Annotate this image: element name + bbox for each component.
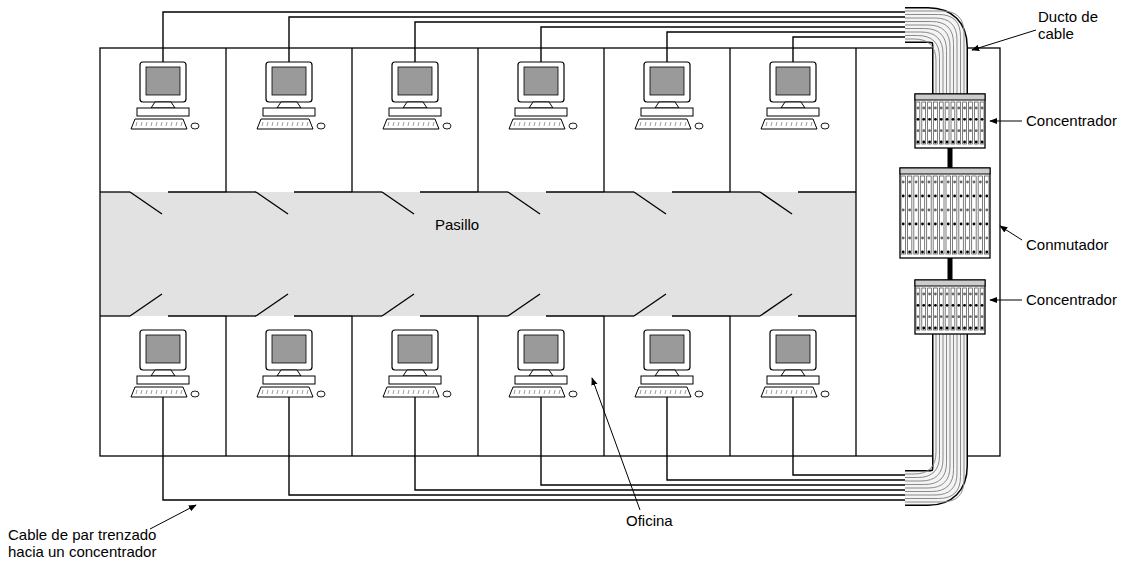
computer: [383, 330, 451, 397]
callout-label: Concentrador: [1026, 291, 1130, 308]
computer: [131, 62, 199, 129]
computer: [131, 330, 199, 397]
leader-line: [990, 300, 1022, 301]
callout-label: Oficina: [626, 512, 706, 529]
computer: [509, 62, 577, 129]
computer: [635, 62, 703, 129]
callout-label: Cable de par trenzado hacia un concentra…: [8, 526, 180, 561]
computer: [761, 62, 829, 129]
building-walls: [100, 48, 1000, 456]
switch: [900, 168, 990, 258]
leader-line: [592, 378, 640, 510]
computer: [635, 330, 703, 397]
leader-line: [972, 30, 1036, 50]
computer: [761, 330, 829, 397]
computer: [509, 330, 577, 397]
computer: [257, 330, 325, 397]
hub-bottom: [915, 280, 985, 334]
leader-line: [990, 121, 1022, 122]
computer: [257, 62, 325, 129]
corridor-band: Pasillo: [100, 192, 856, 316]
leader-line: [150, 505, 196, 529]
computer: [383, 62, 451, 129]
callout-label: Concentrador: [1026, 112, 1130, 129]
callout-label: Conmutador: [1026, 236, 1130, 253]
computer-icons: [131, 62, 829, 397]
leader-line: [1000, 226, 1022, 240]
hub-top: [915, 94, 985, 148]
corridor-label: Pasillo: [435, 216, 479, 233]
callout-label: Ducto de cable: [1038, 8, 1118, 43]
twisted-pair-cables: [163, 12, 910, 500]
network-devices: [900, 94, 990, 334]
